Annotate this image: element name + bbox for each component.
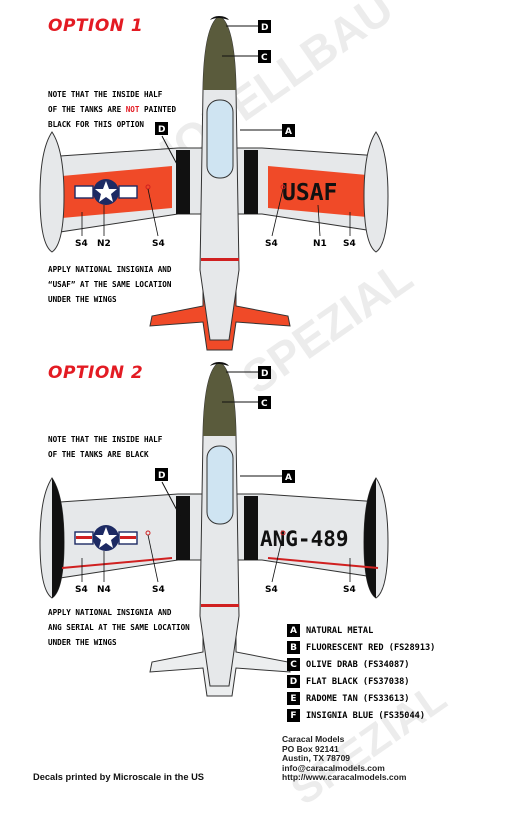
option-2-title: OPTION 2 xyxy=(48,363,144,383)
label-s4: S4 xyxy=(343,585,356,595)
note-line: OF THE TANKS ARE BLACK xyxy=(48,450,149,459)
note-line: ANG SERIAL AT THE SAME LOCATION xyxy=(48,623,190,632)
city: Austin, TX 78709 xyxy=(282,753,351,764)
label-n2: N2 xyxy=(97,239,111,249)
po-box: PO Box 92141 xyxy=(282,743,339,754)
legend-name: NATURAL METAL xyxy=(306,625,374,636)
note-line: UNDER THE WINGS xyxy=(48,638,117,647)
callout-d-side: D xyxy=(158,125,165,135)
label-s4: S4 xyxy=(152,585,165,595)
option-2-tank-note: NOTE THAT THE INSIDE HALF OF THE TANKS A… xyxy=(48,432,162,462)
note-line: BLACK FOR THIS OPTION xyxy=(48,120,145,129)
legend-item: B FLUORESCENT RED (FS28913) xyxy=(287,639,435,656)
option-2-wing-text: ANG-489 xyxy=(260,527,349,551)
option-1-title: OPTION 1 xyxy=(48,16,144,36)
callout-c: C xyxy=(261,399,268,409)
manufacturer-address: Caracal Models PO Box 92141 Austin, TX 7… xyxy=(282,734,407,783)
callout-d-side: D xyxy=(158,471,165,481)
callout-d-nose: D xyxy=(261,369,268,379)
note-line: OF THE TANKS ARE NOT PAINTED xyxy=(48,105,177,114)
callout-c: C xyxy=(261,53,268,63)
legend-key: D xyxy=(287,675,300,688)
legend-name: RADOME TAN (FS33613) xyxy=(306,693,410,704)
legend-key: F xyxy=(287,709,300,722)
option-1-tank-note: NOTE THAT THE INSIDE HALF OF THE TANKS A… xyxy=(48,87,176,132)
email-link[interactable]: info@caracalmodels.com xyxy=(282,762,385,773)
legend-item: D FLAT BLACK (FS37038) xyxy=(287,673,435,690)
label-s4: S4 xyxy=(75,585,88,595)
option-1-apply-note: APPLY NATIONAL INSIGNIA AND “USAF” AT TH… xyxy=(48,262,171,307)
legend-key: B xyxy=(287,641,300,654)
option-1-aircraft: USAF D C A D S4 N2 S4 S4 N1 S4 xyxy=(39,16,389,351)
note-line: UNDER THE WINGS xyxy=(48,295,117,304)
callout-d-nose: D xyxy=(261,23,268,33)
note-line: APPLY NATIONAL INSIGNIA AND xyxy=(48,265,172,274)
callout-a: A xyxy=(285,127,292,137)
note-line: “USAF” AT THE SAME LOCATION xyxy=(48,280,172,289)
note-line: NOTE THAT THE INSIDE HALF xyxy=(48,90,163,99)
legend-name: INSIGNIA BLUE (FS35044) xyxy=(306,710,425,721)
company-name: Caracal Models xyxy=(282,734,345,744)
legend-name: FLAT BLACK (FS37038) xyxy=(306,676,410,687)
option-2-apply-note: APPLY NATIONAL INSIGNIA AND ANG SERIAL A… xyxy=(48,605,190,650)
label-s4: S4 xyxy=(152,239,165,249)
legend-key: E xyxy=(287,692,300,705)
color-legend: A NATURAL METAL B FLUORESCENT RED (FS28913… xyxy=(287,622,435,724)
label-s4: S4 xyxy=(343,239,356,249)
printer-credit: Decals printed by Microscale in the US xyxy=(33,772,205,782)
note-line: APPLY NATIONAL INSIGNIA AND xyxy=(48,608,172,617)
legend-key: C xyxy=(287,658,300,671)
website-link[interactable]: http://www.caracalmodels.com xyxy=(282,772,407,783)
legend-name: FLUORESCENT RED (FS28913) xyxy=(306,642,436,653)
legend-item: C OLIVE DRAB (FS34087) xyxy=(287,656,435,673)
label-s4: S4 xyxy=(265,239,278,249)
legend-item: A NATURAL METAL xyxy=(287,622,435,639)
callout-a: A xyxy=(285,473,292,483)
option-2-aircraft: ANG-489 D C A D S4 N4 S4 S4 S4 xyxy=(39,362,389,697)
label-s4: S4 xyxy=(265,585,278,595)
legend-item: F INSIGNIA BLUE (FS35044) xyxy=(287,707,435,724)
legend-name: OLIVE DRAB (FS34087) xyxy=(306,659,410,670)
note-line: NOTE THAT THE INSIDE HALF xyxy=(48,435,163,444)
legend-key: A xyxy=(287,624,300,637)
label-s4: S4 xyxy=(75,239,88,249)
label-n1: N1 xyxy=(313,239,327,249)
label-n4: N4 xyxy=(97,585,111,595)
legend-item: E RADOME TAN (FS33613) xyxy=(287,690,435,707)
option-1-wing-text: USAF xyxy=(282,180,337,206)
